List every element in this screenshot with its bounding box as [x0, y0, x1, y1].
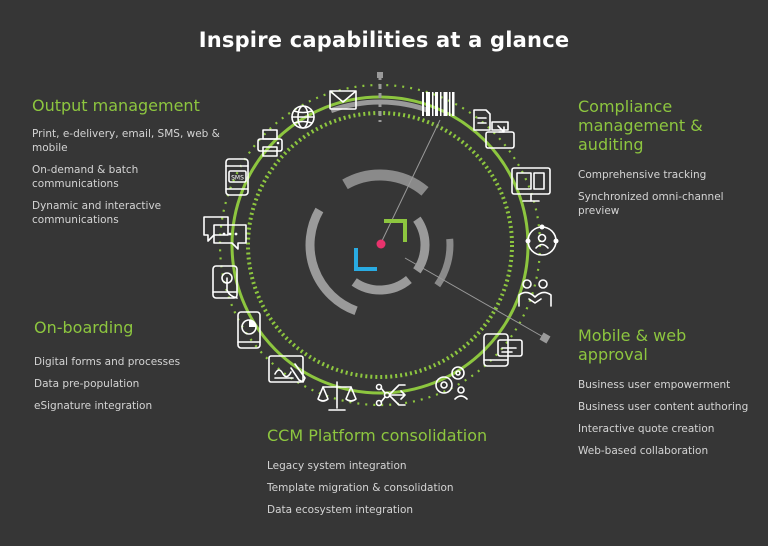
- monitor-preview-icon: [511, 167, 551, 202]
- section-heading: Output management: [32, 96, 200, 115]
- section-item: On-demand & batch communications: [32, 164, 139, 190]
- envelope-icon: [329, 90, 357, 110]
- section-item: Synchronized omni-channel preview: [578, 191, 724, 217]
- section-on-boarding: On-boarding Digital forms and processes …: [34, 318, 214, 421]
- section-item: Business user empowerment: [578, 379, 731, 391]
- center-bracket-green: [384, 219, 407, 242]
- center-bracket-blue: [354, 248, 377, 271]
- section-heading: Compliance management & auditing: [578, 97, 703, 154]
- section-heading: Mobile & web approval: [578, 326, 687, 364]
- section-mobile-web-approval: Mobile & web approval Business user empo…: [578, 326, 753, 466]
- documents-to-mobile-icon: [473, 109, 515, 149]
- section-heading: On-boarding: [34, 318, 134, 337]
- handshake-icon: [518, 279, 552, 307]
- touch-tablet-icon: [212, 265, 238, 299]
- pointer-marker: [539, 332, 551, 344]
- section-output-management: Output management Print, e-delivery, ema…: [32, 96, 222, 235]
- grey-arc: [351, 275, 412, 295]
- section-item: Legacy system integration: [267, 460, 407, 472]
- top-tick-marker: [377, 72, 383, 78]
- section-item: Business user content authoring: [578, 401, 749, 413]
- section-item: Digital forms and processes: [34, 356, 181, 368]
- sms-phone-icon: SMS: [225, 158, 249, 196]
- barcode-icon: [422, 92, 455, 116]
- section-item: Comprehensive tracking: [578, 169, 707, 181]
- grey-arc: [342, 169, 429, 196]
- chart-phone-icon: [237, 311, 261, 349]
- section-item: eSignature integration: [34, 400, 153, 412]
- chat-bubbles-icon: [203, 216, 247, 250]
- section-item: Template migration & consolidation: [267, 482, 454, 494]
- gears-people-icon: [435, 366, 468, 400]
- grey-arc: [305, 207, 358, 316]
- sms-label: SMS: [231, 175, 244, 182]
- people-circle-icon: [525, 224, 559, 256]
- pointer-line: [379, 119, 441, 246]
- grey-arc: [434, 238, 454, 288]
- signature-tablet-icon: [268, 355, 306, 383]
- section-item: Data pre-population: [34, 378, 140, 390]
- devices-icon: [483, 333, 523, 367]
- section-item: Interactive quote creation: [578, 423, 715, 435]
- grey-arc: [413, 216, 430, 274]
- section-item: Data ecosystem integration: [267, 504, 414, 516]
- globe-icon: [291, 105, 315, 129]
- section-item: Dynamic and interactive communications: [32, 200, 162, 226]
- section-ccm-platform-consolidation: CCM Platform consolidation Legacy system…: [267, 426, 537, 525]
- section-compliance-management: Compliance management & auditing Compreh…: [578, 97, 748, 226]
- section-item: Print, e-delivery, email, SMS, web & mob…: [32, 128, 220, 154]
- section-heading: CCM Platform consolidation: [267, 426, 488, 445]
- pointer-line: [404, 257, 546, 339]
- printer-icon: [257, 129, 283, 157]
- section-item: Web-based collaboration: [578, 445, 709, 457]
- center-dot: [376, 239, 386, 249]
- scales-icon: [317, 381, 357, 411]
- workflow-icon: [375, 383, 406, 407]
- page-title: Inspire capabilities at a glance: [198, 28, 570, 52]
